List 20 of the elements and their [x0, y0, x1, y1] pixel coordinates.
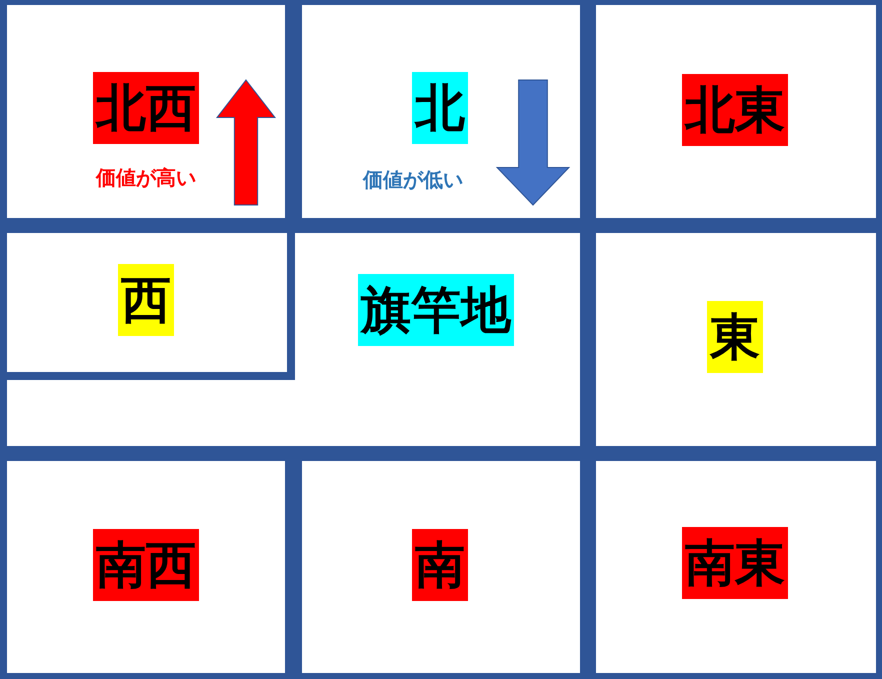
direction-label: 南 — [412, 529, 468, 601]
direction-label: 北西 — [93, 72, 199, 144]
direction-label: 西 — [118, 264, 174, 336]
map-cell — [7, 233, 295, 380]
value-note: 価値が高い — [96, 164, 196, 192]
map-cell — [7, 461, 285, 673]
map-cell — [7, 233, 580, 446]
direction-label: 南東 — [682, 527, 788, 599]
map-cell — [302, 5, 580, 218]
map-cell — [596, 233, 876, 446]
map-cell — [7, 5, 285, 218]
direction-label: 北東 — [682, 74, 788, 146]
value-note: 価値が低い — [363, 166, 463, 194]
direction-label: 北 — [412, 72, 468, 144]
direction-label: 旗竿地 — [358, 274, 514, 346]
map-cell — [596, 461, 876, 673]
map-cell — [302, 461, 580, 673]
map-cell — [596, 5, 876, 218]
direction-label: 東 — [707, 301, 763, 373]
direction-label: 南西 — [93, 529, 199, 601]
